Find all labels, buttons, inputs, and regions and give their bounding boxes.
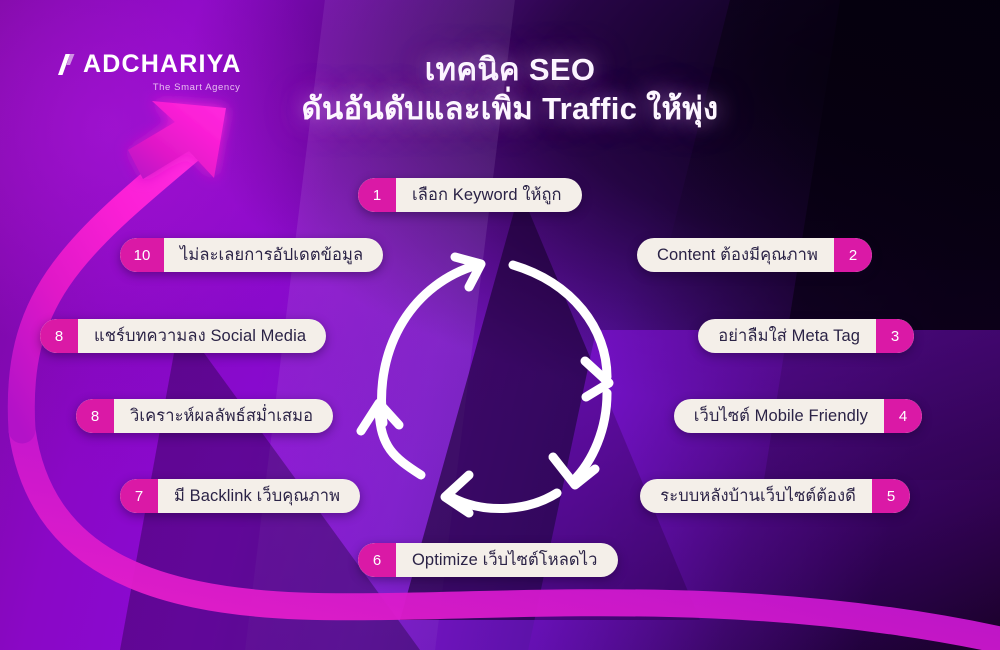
step-pill-6[interactable]: 6 Optimize เว็บไซต์โหลดไว [358, 543, 618, 577]
arrow-top-right-down-icon [508, 260, 612, 382]
step-number-badge: 1 [358, 178, 396, 212]
step-label: Optimize เว็บไซต์โหลดไว [412, 551, 598, 569]
step-label: เว็บไซต์ Mobile Friendly [693, 407, 868, 425]
step-pill-1[interactable]: 1 เลือก Keyword ให้ถูก [358, 178, 582, 212]
step-pill-7[interactable]: 7 มี Backlink เว็บคุณภาพ [120, 479, 361, 513]
a-monogram-icon [58, 53, 75, 75]
step-label: อย่าลืมใส่ Meta Tag [718, 327, 860, 345]
step-number-badge: 4 [884, 399, 922, 433]
step-pill-3[interactable]: อย่าลืมใส่ Meta Tag 3 [698, 319, 914, 353]
title-line-1: เทคนิค SEO [424, 52, 596, 87]
background-facet-top-dark [662, 0, 1000, 270]
arrow-bottom-left-up-icon [374, 406, 426, 480]
step-number-badge: 5 [872, 479, 910, 513]
step-pill-2[interactable]: Content ต้องมีคุณภาพ 2 [637, 238, 872, 272]
step-number-badge: 7 [120, 479, 158, 513]
step-label: แชร์บทความลง Social Media [94, 327, 307, 345]
step-label: ระบบหลังบ้านเว็บไซต์ต้องดี [660, 487, 856, 505]
brand-logo: ADCHARIYA The Smart Agency [57, 52, 242, 93]
arrow-right-down-icon [568, 388, 612, 486]
step-label: Content ต้องมีคุณภาพ [657, 246, 818, 264]
step-label: ไม่ละเลยการอัปเดตข้อมูล [180, 246, 364, 264]
step-number-badge: 8 [40, 319, 78, 353]
step-label: เลือก Keyword ให้ถูก [412, 186, 562, 204]
step-number-badge: 2 [834, 238, 872, 272]
page-title: เทคนิค SEO ดันอันดับและเพิ่ม Traffic ให้… [240, 52, 780, 127]
brand-name: ADCHARIYA [83, 50, 242, 78]
process-cycle-arrows [356, 252, 614, 518]
arrow-bottom-right-left-icon [446, 488, 562, 514]
title-line-2: ดันอันดับและเพิ่ม Traffic ให้พุ่ง [301, 91, 719, 127]
step-pill-10[interactable]: 10 ไม่ละเลยการอัปเดตข้อมูล [120, 238, 384, 272]
step-number-badge: 6 [358, 543, 396, 577]
arrow-top-left-up-icon [377, 260, 482, 428]
step-pill-8[interactable]: 8 วิเคราะห์ผลลัพธ์สม่ำเสมอ [76, 399, 334, 433]
step-pill-4[interactable]: เว็บไซต์ Mobile Friendly 4 [673, 399, 922, 433]
step-pill-5[interactable]: ระบบหลังบ้านเว็บไซต์ต้องดี 5 [640, 479, 910, 513]
step-pill-9[interactable]: 8 แชร์บทความลง Social Media [40, 319, 327, 353]
brand-tagline: The Smart Agency [152, 82, 241, 93]
step-label: มี Backlink เว็บคุณภาพ [174, 487, 341, 505]
step-number-badge: 3 [876, 319, 914, 353]
step-number-badge: 10 [120, 238, 164, 272]
step-label: วิเคราะห์ผลลัพธ์สม่ำเสมอ [130, 407, 314, 425]
step-number-badge: 8 [76, 399, 114, 433]
